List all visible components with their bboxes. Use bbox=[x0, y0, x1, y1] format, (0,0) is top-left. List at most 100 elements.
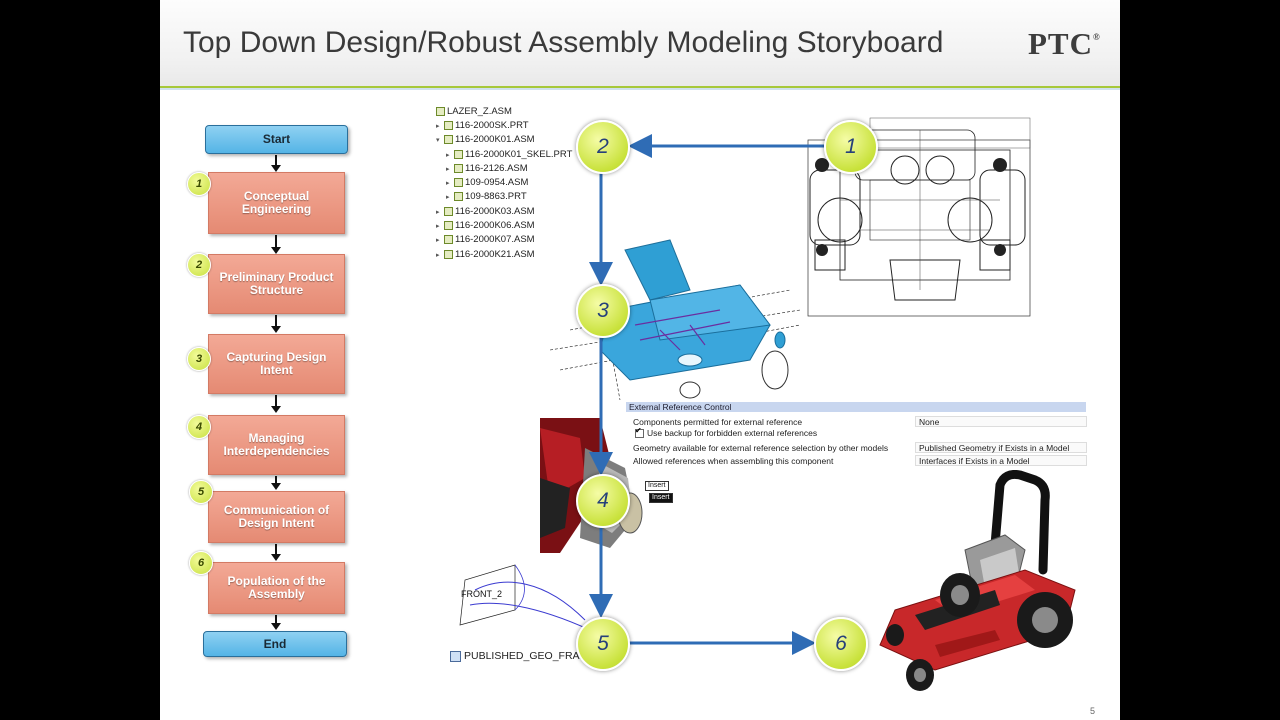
insert-tag[interactable]: Insert bbox=[645, 481, 669, 491]
storyboard-marker-3: 3 bbox=[576, 284, 630, 338]
tree-item[interactable]: ▸ 116-2000K06.ASM bbox=[436, 219, 535, 233]
flow-arrow bbox=[271, 544, 281, 561]
storyboard-marker-4: 4 bbox=[576, 474, 630, 528]
tree-item-label: 109-0954.ASM bbox=[465, 177, 529, 188]
expand-icon: ▸ bbox=[436, 223, 440, 230]
tree-item-label: 116-2000K01_SKEL.PRT bbox=[465, 149, 573, 160]
tree-item[interactable]: ▸ 116-2000K01_SKEL.PRT bbox=[446, 148, 572, 162]
flow-arrow bbox=[271, 155, 281, 172]
ptc-logo: PTC® bbox=[1028, 26, 1101, 62]
erc-label-backup: Use backup for forbidden external refere… bbox=[647, 428, 818, 438]
sketch-label: FRONT_2 bbox=[461, 589, 503, 599]
insert-tag-highlighted[interactable]: Insert bbox=[649, 493, 673, 503]
step-badge-4: 4 bbox=[187, 415, 211, 439]
erc-value-geometry[interactable]: Published Geometry if Exists in a Model bbox=[915, 442, 1087, 453]
tree-item[interactable]: ▸ 116-2000K03.ASM bbox=[436, 205, 535, 219]
part-icon bbox=[454, 191, 463, 201]
flow-arrow bbox=[271, 395, 281, 413]
erc-label-components: Components permitted for external refere… bbox=[633, 417, 803, 427]
tree-root-label: LAZER_Z.ASM bbox=[447, 106, 512, 117]
flow-arrow bbox=[271, 615, 281, 630]
step-badge-1: 1 bbox=[187, 172, 211, 196]
erc-backup-checkbox-row[interactable]: Use backup for forbidden external refere… bbox=[635, 426, 818, 439]
part-icon bbox=[444, 120, 453, 130]
tree-item[interactable]: ▸ 109-8863.PRT bbox=[446, 190, 527, 204]
expand-icon: ▸ bbox=[436, 209, 440, 216]
logo-registered-mark: ® bbox=[1093, 32, 1101, 42]
expand-icon: ▸ bbox=[436, 237, 440, 244]
flow-arrow bbox=[271, 235, 281, 254]
flow-arrow bbox=[271, 476, 281, 490]
assembly-icon bbox=[454, 177, 463, 187]
tree-item-label: 116-2126.ASM bbox=[465, 163, 528, 174]
erc-value-allowed[interactable]: Interfaces if Exists in a Model bbox=[915, 455, 1087, 466]
tree-item-label: 116-2000K21.ASM bbox=[455, 249, 535, 260]
skeleton-icon bbox=[454, 149, 463, 159]
tree-item-label: 109-8863.PRT bbox=[465, 191, 527, 202]
page-number: 5 bbox=[1090, 706, 1096, 716]
expand-icon: ▸ bbox=[436, 252, 440, 259]
expand-icon: ▸ bbox=[446, 180, 450, 187]
published-geometry-feature[interactable]: PUBLISHED_GEO_FRAM bbox=[450, 650, 588, 662]
assembly-icon bbox=[454, 163, 463, 173]
storyboard-marker-6: 6 bbox=[814, 617, 868, 671]
assembly-icon bbox=[444, 249, 453, 259]
slide: Top Down Design/Robust Assembly Modeling… bbox=[160, 0, 1120, 720]
erc-header: External Reference Control bbox=[626, 402, 1086, 412]
tree-item[interactable]: ▸ 116-2000SK.PRT bbox=[436, 119, 529, 133]
assembly-icon bbox=[444, 220, 453, 230]
step-badge-5: 5 bbox=[189, 480, 213, 504]
title-bar: Top Down Design/Robust Assembly Modeling… bbox=[160, 0, 1120, 86]
front-datum-sketch bbox=[459, 564, 591, 631]
flow-step-5[interactable]: Communication of Design Intent bbox=[208, 491, 345, 543]
tree-item[interactable]: ▸ 116-2000K07.ASM bbox=[436, 233, 535, 247]
storyboard-marker-1: 1 bbox=[824, 120, 878, 174]
frame-3d-model bbox=[549, 239, 801, 401]
external-reference-control-panel: External Reference Control Components pe… bbox=[626, 402, 1087, 468]
tree-item-label: 116-2000SK.PRT bbox=[455, 120, 529, 131]
tree-root[interactable]: LAZER_Z.ASM bbox=[436, 105, 512, 119]
flow-step-4[interactable]: Managing Interdependencies bbox=[208, 415, 345, 475]
step-badge-3: 3 bbox=[187, 347, 211, 371]
flow-start[interactable]: Start bbox=[205, 125, 348, 154]
assembly-icon bbox=[444, 206, 453, 216]
expand-icon: ▸ bbox=[446, 166, 450, 173]
storyboard-arrows bbox=[589, 134, 824, 655]
tree-item[interactable]: ▸ 116-2000K21.ASM bbox=[436, 248, 535, 262]
tree-item[interactable]: ▸ 116-2126.ASM bbox=[446, 162, 528, 176]
assembly-icon bbox=[444, 134, 453, 144]
tree-item-label: 116-2000K07.ASM bbox=[455, 234, 535, 245]
flow-step-6[interactable]: Population of the Assembly bbox=[208, 562, 345, 614]
step-badge-2: 2 bbox=[187, 253, 211, 277]
tree-item[interactable]: ▸ 109-0954.ASM bbox=[446, 176, 528, 190]
flow-step-1[interactable]: Conceptual Engineering bbox=[208, 172, 345, 234]
erc-label-allowed: Allowed references when assembling this … bbox=[633, 456, 834, 466]
checkbox-checked-icon[interactable] bbox=[635, 426, 644, 439]
tree-item-label: 116-2000K06.ASM bbox=[455, 220, 535, 231]
tree-item-label: 116-2000K03.ASM bbox=[455, 206, 535, 217]
step-badge-6: 6 bbox=[189, 551, 213, 575]
flow-end[interactable]: End bbox=[203, 631, 347, 657]
published-geometry-label: PUBLISHED_GEO_FRAM bbox=[464, 650, 589, 662]
expand-icon: ▸ bbox=[436, 123, 440, 130]
erc-value-components[interactable]: None bbox=[915, 416, 1087, 427]
tree-item-label: 116-2000K01.ASM bbox=[455, 134, 535, 145]
expand-icon: ▸ bbox=[446, 152, 450, 159]
storyboard-marker-5: 5 bbox=[576, 617, 630, 671]
erc-label-geometry: Geometry available for external referenc… bbox=[633, 443, 889, 453]
published-geometry-icon bbox=[450, 650, 461, 662]
slide-title: Top Down Design/Robust Assembly Modeling… bbox=[183, 26, 944, 59]
tree-item[interactable]: ▾ 116-2000K01.ASM bbox=[436, 133, 535, 147]
expand-icon: ▸ bbox=[446, 194, 450, 201]
title-rule bbox=[160, 86, 1120, 88]
logo-text: PTC bbox=[1028, 26, 1093, 61]
title-rule-blue bbox=[160, 88, 1120, 90]
assembly-icon bbox=[436, 106, 445, 116]
flow-step-2[interactable]: Preliminary Product Structure bbox=[208, 254, 345, 314]
assembly-icon bbox=[444, 234, 453, 244]
mower-render bbox=[879, 470, 1076, 691]
flow-arrow bbox=[271, 315, 281, 333]
storyboard-marker-2: 2 bbox=[576, 120, 630, 174]
collapse-icon: ▾ bbox=[436, 137, 440, 144]
layout-drawing bbox=[807, 117, 1031, 317]
